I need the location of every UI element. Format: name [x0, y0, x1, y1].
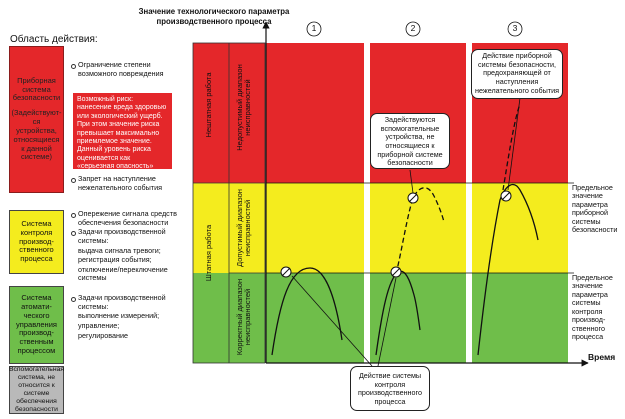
limit-line: приборной [572, 208, 608, 218]
layer-line: ственным [19, 337, 54, 347]
bullet-item: выполнение измерений; [78, 311, 160, 321]
scope-title: Область действия: [10, 34, 98, 45]
acceptable-range-label: Допустимый диапазон неисправностей [235, 189, 253, 267]
time-axis-label: Время [588, 352, 616, 362]
column-marker-2 [405, 21, 421, 37]
bullet-item: регулирование [78, 330, 128, 340]
callout-pointers [291, 97, 521, 367]
aux-devices-callout: Задействуются вспомогательные устройства… [370, 113, 450, 169]
control-action-callout: Действие системы контроля производственн… [350, 366, 430, 411]
bullet-item: Задачи производственной системы: [71, 293, 187, 311]
layer-line: ческого [23, 310, 50, 320]
column-markers [306, 21, 523, 37]
limit-line: процесса [572, 332, 604, 342]
auto-control-bullets: Задачи производственной системы:выполнен… [71, 293, 187, 341]
limit-line: значение [572, 191, 603, 201]
layer-line: производ- [19, 328, 54, 338]
curve-column-2-solid [375, 270, 421, 356]
limit-line: системы [572, 298, 601, 308]
limit-line: ственного [572, 323, 606, 333]
limit-line: системы [572, 216, 601, 226]
curve-column-1 [271, 267, 343, 356]
y-axis-title-line2: производственного процесса [156, 16, 272, 26]
layer-line: системе [23, 390, 50, 397]
limit-lines [266, 182, 574, 274]
layer-line: управления [16, 319, 57, 329]
bullet-item: Запрет на наступление нежелательного соб… [71, 174, 183, 192]
layer-line: Система [21, 293, 52, 303]
limit-line: безопасности [572, 225, 618, 235]
limit-line: контроля [572, 306, 603, 316]
curve-column-2-dashed [395, 187, 445, 275]
layer-line: (Задействуют- [11, 108, 62, 118]
layer-line: атомати- [21, 301, 52, 311]
layer-line: системе) [20, 152, 53, 162]
risk-warning-box: Возможный риск: нанесение вреда здоровью… [73, 93, 172, 170]
layer-line: относящиеся [13, 134, 60, 144]
layer-line: относится к [18, 381, 55, 389]
layer-line: процессом [17, 346, 56, 356]
layer-line: производ- [19, 236, 54, 246]
layer-line: Приборная [17, 75, 56, 85]
column-number-2: 2 [410, 23, 416, 33]
column-separators [364, 43, 472, 363]
limit-line: производ- [572, 315, 606, 325]
column-marker-1 [306, 21, 322, 37]
bullet-item: регистрация события; [78, 255, 152, 265]
bullet-item: Ограничение степени возможного поврежден… [71, 60, 183, 78]
column-marker-3 [507, 21, 523, 37]
bullet-item: отключение/переключение системы [78, 264, 168, 283]
layer-line: безопасности [15, 406, 58, 414]
green-zone-plot [266, 273, 568, 363]
correct-range-label: Корректный диапазон неисправностей [235, 278, 253, 356]
layer-line: к данной [21, 143, 52, 153]
abnormal-work-label: Нештатная работа [204, 72, 213, 138]
layer-line: Вспомогательная [8, 365, 65, 373]
limit-line: параметра [572, 289, 608, 299]
safety-top-bullets: Ограничение степени возможного поврежден… [71, 60, 183, 79]
limit-line: параметра [572, 199, 608, 209]
column-number-1: 1 [311, 23, 317, 33]
layer-line: процесса [20, 254, 53, 264]
limit-line: Предельное [572, 273, 613, 282]
control-bullets: Опережение сигнала средств обеспечения б… [71, 209, 187, 284]
sis-action-callout: Действие приборной системы безопасности,… [471, 49, 563, 99]
column-number-3: 3 [512, 23, 518, 33]
unacceptable-range-label: Недопустимый диапазон неисправностей [235, 64, 253, 151]
y-axis-title: Значение технологического параметра прои… [116, 7, 312, 26]
bullet-item: управление; [78, 320, 120, 330]
bullet-item: Задачи производственной системы: [71, 227, 187, 245]
normal-work-label: Штатная работа [204, 224, 213, 282]
layer-line: система, не [17, 373, 56, 381]
crossing-markers [280, 190, 512, 278]
safety-bottom-bullets: Запрет на наступление нежелательного соб… [71, 174, 183, 193]
limit-line: Предельное [572, 183, 613, 192]
bullet-item: Опережение сигнала средств обеспечения б… [71, 209, 187, 227]
limit-line: значение [572, 281, 603, 291]
bullet-item: выдача сигнала тревоги; [78, 245, 161, 255]
layer-line: безопасности [12, 93, 61, 103]
layer-line: система [22, 84, 51, 94]
y-axis-title-line1: Значение технологического параметра [138, 7, 290, 16]
label-grid [192, 42, 266, 364]
layer-line: ся устройства, [16, 117, 57, 135]
layer-line: контроля [20, 227, 53, 237]
layer-line: ственного [19, 245, 54, 255]
layer-line: Система [21, 218, 52, 228]
layer-line: обеспечения [16, 398, 57, 406]
